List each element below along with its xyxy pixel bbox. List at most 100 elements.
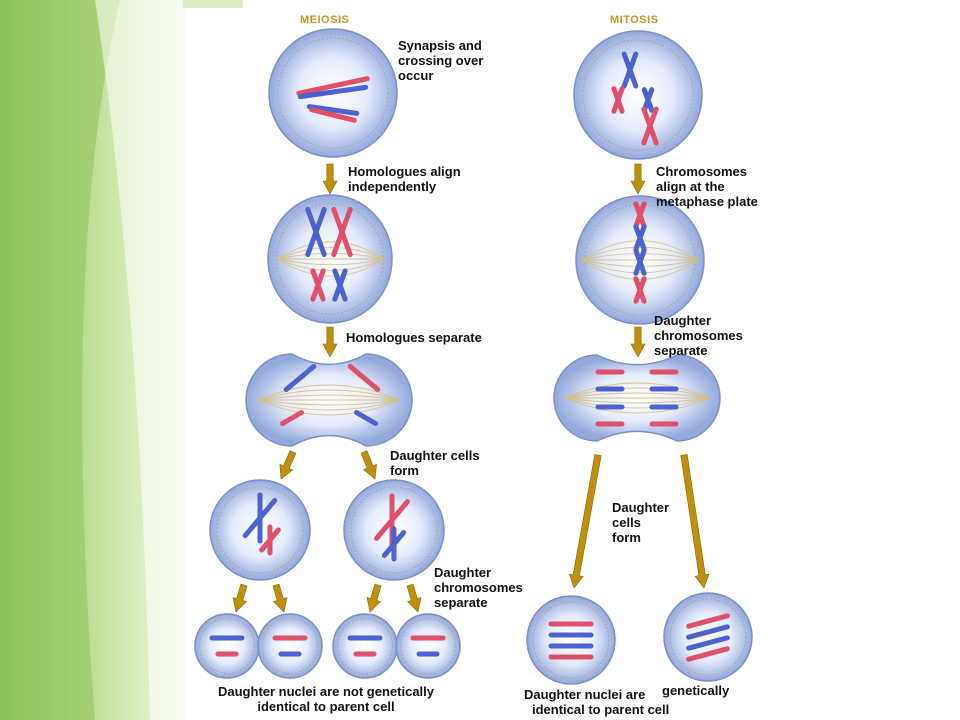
meiosis-final-cell-2 (257, 613, 323, 679)
chromosome-arm (297, 84, 369, 100)
meiosis-prophase-cell (268, 28, 398, 158)
arrow-shape (680, 454, 710, 589)
spindle-fiber (581, 259, 699, 280)
cell-membrane (395, 613, 461, 679)
spindle-fiber (257, 399, 401, 406)
nuclear-envelope (277, 37, 389, 149)
chromosome-arm (331, 206, 353, 258)
mitosis-conclusion-a: Daughter nuclei are (524, 687, 646, 702)
chromosome-arm (374, 499, 410, 541)
meiosis-daughter-cell-left (209, 479, 311, 581)
spindle-fiber (277, 247, 385, 260)
mitosis-conclusion-c: identical to parent cell (532, 702, 670, 717)
spindle-fiber (257, 399, 401, 411)
spindle-fiber (257, 389, 401, 401)
spindle-fiber (581, 259, 699, 274)
nuclear-envelope (582, 39, 694, 151)
chromosome-arm (686, 624, 730, 640)
arrow-shape (322, 163, 338, 195)
arrow-shape (568, 454, 602, 589)
cell-membrane (663, 592, 753, 682)
chromosome-arm (686, 635, 730, 651)
nuclear-envelope (336, 617, 394, 675)
chromosome-arm (306, 104, 360, 116)
spindle-fiber (277, 258, 385, 266)
arrow-shape (232, 583, 248, 613)
chromosome-arm (381, 530, 407, 558)
spindle-fiber (257, 394, 401, 401)
nuclear-envelope (532, 601, 610, 679)
arrows (232, 163, 710, 613)
cell-membrane (332, 613, 398, 679)
chromosome-arm (621, 51, 639, 89)
arrow-shape (406, 583, 422, 613)
label-daughter-cells-form: Daughter cells form (390, 448, 480, 478)
label-mitosis-daughter-cells-form: Daughter cells form (612, 500, 670, 545)
label-daughter-chromosomes-separate: Daughter chromosomes separate (434, 565, 523, 610)
spindle-fiber (257, 399, 401, 416)
chromosome-arm (347, 363, 381, 393)
chromosome-arm (259, 527, 281, 553)
chromosome-arm (633, 224, 647, 252)
meiosis-heading: MEIOSIS (300, 14, 350, 26)
cell-membrane (194, 613, 260, 679)
meiosis-anaphase-cell (245, 353, 413, 447)
label-homologues-align: Homologues align independently (348, 164, 461, 194)
spindle-fiber (277, 252, 385, 260)
label-synapsis: Synapsis and crossing over occur (398, 38, 484, 83)
cell-membrane (257, 613, 323, 679)
spindle-fiber (564, 397, 711, 409)
chromosome-arm (686, 646, 730, 662)
label-chromosomes-align: Chromosomes align at the metaphase plate (656, 164, 758, 209)
spindle-fiber (564, 392, 711, 399)
spindle-fiber (581, 246, 699, 261)
arrow-shape (630, 163, 646, 195)
cell-membrane (526, 595, 616, 685)
mitosis-conclusion-b: genetically (662, 683, 730, 698)
spindle-fiber (277, 258, 385, 271)
nuclear-envelope (669, 598, 747, 676)
arrow-shape (366, 583, 382, 613)
meiosis-daughter-cell-right (343, 479, 445, 581)
mitosis-daughter-cell-left (526, 595, 616, 685)
mitosis-metaphase-cell (575, 195, 705, 325)
cell-membrane (573, 30, 703, 160)
arrow-shape (272, 583, 288, 613)
meiosis-conclusion: Daughter nuclei are not genetically iden… (218, 684, 434, 714)
meiosis-final-cell-1 (194, 613, 260, 679)
nuclear-envelope (399, 617, 457, 675)
chromosome-arm (296, 76, 370, 96)
spindle-fiber (257, 384, 401, 401)
label-homologues-separate: Homologues separate (346, 330, 482, 345)
chromosome-arm (305, 206, 327, 258)
arrow-shape (322, 326, 338, 358)
chromosome-arm (611, 86, 625, 114)
mitosis-heading: MITOSIS (610, 14, 659, 26)
spindle-fiber (277, 258, 385, 277)
arrow-shape (279, 450, 297, 480)
meiosis-metaphase-cell (267, 194, 393, 324)
label-mitosis-daughter-chromosomes-separate: Daughter chromosomes separate (654, 313, 743, 358)
chromosome-arm (633, 201, 647, 229)
arrow-shape (630, 326, 646, 358)
spindle-fiber (277, 241, 385, 260)
chromosome-arm (279, 410, 305, 426)
chromosome-arm (686, 613, 730, 629)
chromosome-arm (332, 268, 348, 302)
spindle-fiber (564, 397, 711, 414)
mitosis-prophase-cell (573, 30, 703, 160)
nuclear-envelope (198, 617, 256, 675)
nuclear-envelope (261, 617, 319, 675)
decorative-sidebar (0, 0, 243, 720)
meiosis-final-cell-4 (395, 613, 461, 679)
spindle-fiber (564, 387, 711, 399)
chromosome-arm (283, 363, 317, 393)
nuclear-envelope (216, 486, 304, 574)
chromosome-arm (310, 268, 326, 302)
chromosome-arm (353, 410, 379, 426)
meiosis-final-cell-3 (332, 613, 398, 679)
chromosome-arm (633, 248, 647, 276)
mitosis-daughter-cell-right (663, 592, 753, 682)
